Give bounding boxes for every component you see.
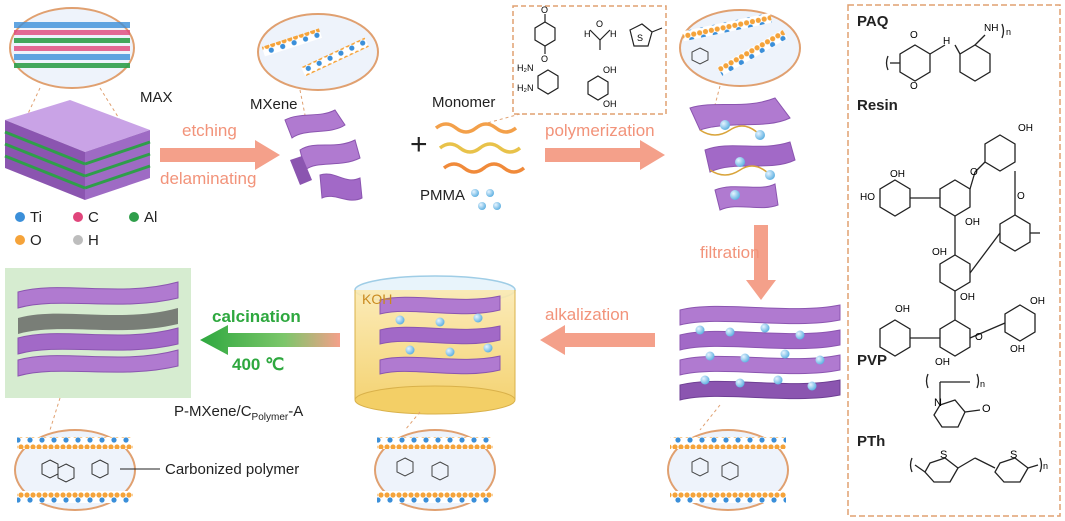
monomer-box xyxy=(512,5,667,115)
resin-oh-9: OH xyxy=(1010,344,1025,355)
paq-structure xyxy=(885,23,1005,82)
plus-sign: + xyxy=(410,128,428,161)
monomer-h2n-2: H₂N xyxy=(517,83,534,93)
pth-structure xyxy=(909,457,1043,483)
label-pmma: PMMA xyxy=(420,187,465,204)
monomer-s: S xyxy=(637,33,644,43)
pvp-structure xyxy=(925,373,981,428)
label-etching: etching xyxy=(182,121,237,140)
label-pth: PTh xyxy=(857,433,886,450)
mxene-zoom-circle xyxy=(257,13,379,91)
monomer-o-1: O xyxy=(541,5,549,15)
pvp-sub-n: n xyxy=(980,379,986,389)
max-stack xyxy=(4,100,151,200)
porous-mxene-product xyxy=(17,281,179,377)
monomer-o-3: O xyxy=(596,19,604,29)
label-monomer: Monomer xyxy=(432,94,496,111)
resin-oh-6: OH xyxy=(1030,296,1045,307)
alkalized-zoom-circle xyxy=(374,429,496,511)
label-polymerization: polymerization xyxy=(545,121,655,140)
label-koh: KOH xyxy=(362,291,393,307)
resin-oh-7: OH xyxy=(895,304,910,315)
paq-o-top: O xyxy=(910,30,918,41)
label-paq: PAQ xyxy=(857,13,889,30)
polymer-zoom-circle xyxy=(679,9,801,87)
filtered-stack xyxy=(679,304,841,401)
calcination-arrow xyxy=(200,325,340,355)
label-alkalization: alkalization xyxy=(545,305,630,324)
carbonized-zoom-circle xyxy=(14,429,136,511)
legend-o: O xyxy=(30,232,42,249)
max-zoom-circle xyxy=(9,7,135,89)
monomer-oh-2: OH xyxy=(603,99,617,109)
label-resin: Resin xyxy=(857,97,898,114)
label-delaminating: delaminating xyxy=(160,169,257,188)
koh-beaker xyxy=(354,275,516,415)
label-temperature: 400 ℃ xyxy=(232,355,285,374)
resin-structure xyxy=(879,134,1040,357)
monomer-chains xyxy=(434,122,526,174)
pth-sub-n: n xyxy=(1043,461,1049,471)
legend-ti: Ti xyxy=(30,209,42,226)
label-mxene: MXene xyxy=(250,96,298,113)
label-calcination: calcination xyxy=(212,307,301,326)
label-pvp: PVP xyxy=(857,352,888,369)
label-carbonized-polymer: Carbonized polymer xyxy=(165,461,300,478)
pvp-n: N xyxy=(934,397,942,409)
resin-oh-4: OH xyxy=(932,247,947,258)
monomer-oh-1: OH xyxy=(603,65,617,75)
resin-o-2: O xyxy=(1017,191,1025,202)
structures-panel xyxy=(847,4,1061,517)
legend-h: H xyxy=(88,232,99,249)
label-max: MAX xyxy=(140,89,173,106)
pmma-spheres xyxy=(471,189,501,210)
etching-arrow xyxy=(160,140,280,170)
legend-c: C xyxy=(88,209,99,226)
resin-oh-2: OH xyxy=(890,169,905,180)
mxene-flakes xyxy=(284,109,363,201)
monomer-h-1: H xyxy=(584,29,591,39)
pvp-o: O xyxy=(982,403,991,415)
filtered-zoom-circle xyxy=(667,429,789,511)
monomer-o-2: O xyxy=(541,54,549,64)
paq-o-bottom: O xyxy=(910,81,918,92)
pth-s-2: S xyxy=(1010,449,1018,461)
label-product: P-MXene/CPolymer-A xyxy=(174,403,304,423)
legend-al: Al xyxy=(144,209,158,226)
alkalization-arrow xyxy=(540,325,655,355)
resin-o-1: O xyxy=(970,167,978,178)
paq-nh: NH xyxy=(984,23,999,34)
pth-s-1: S xyxy=(940,449,948,461)
element-legend xyxy=(15,212,139,245)
paq-nh-mid: H xyxy=(943,36,951,47)
resin-oh-8: OH xyxy=(935,357,950,368)
monomer-h2n-1: H₂N xyxy=(517,63,534,73)
resin-oh-5: OH xyxy=(960,292,975,303)
label-filtration: filtration xyxy=(700,243,760,262)
resin-ho-1: HO xyxy=(860,192,875,203)
filtration-arrow xyxy=(746,225,776,300)
monomer-h-2: H xyxy=(610,29,617,39)
resin-oh-1: OH xyxy=(1018,123,1033,134)
polymerized-mxene xyxy=(689,97,796,211)
resin-oh-3: OH xyxy=(965,217,980,228)
paq-n: n xyxy=(1006,27,1012,37)
resin-o-3: O xyxy=(975,332,983,343)
polymerization-arrow xyxy=(545,140,665,170)
